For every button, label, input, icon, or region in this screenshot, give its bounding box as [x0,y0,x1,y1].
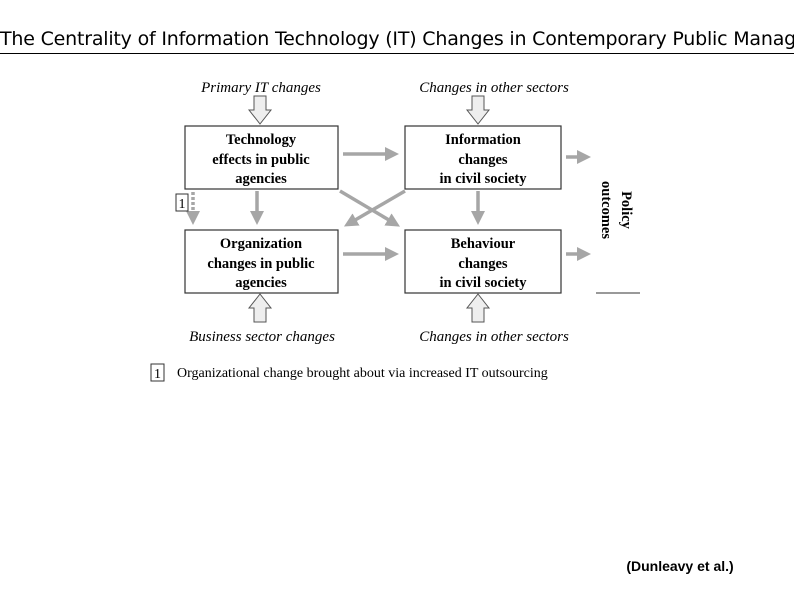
organization-line-2: changes in public [207,256,315,272]
box-information [404,125,562,190]
input-label-primary-it: Primary IT changes [200,80,321,96]
input-arrow-business-sector [247,293,273,323]
box-organization [184,229,339,294]
marker-number: 1 [179,197,186,212]
arrow-information-to-organization [343,189,406,227]
behaviour-line-2: changes [458,256,508,272]
technology-line-3: agencies [235,171,287,187]
technology-line-2: effects in public [212,152,310,168]
box-behaviour [404,229,562,294]
outcome-line-1: Policy [618,191,634,230]
organization-line-1: Organization [220,236,302,252]
behaviour-line-3: in civil society [440,275,528,291]
behaviour-line-1: Behaviour [451,236,516,252]
arrow-technology-to-behaviour [339,189,401,227]
source-credit: (Dunleavy et al.) [626,558,734,574]
input-arrow-other-sectors-bottom [465,293,491,323]
information-line-3: in civil society [440,171,528,187]
legend-marker-number: 1 [154,367,161,382]
outcome-line-2: outcomes [598,181,614,239]
organization-line-3: agencies [235,275,287,291]
legend-marker-box [150,363,165,382]
title-underline [0,53,794,54]
technology-line-1: Technology [226,132,297,148]
input-arrow-primary-it [247,95,273,125]
page-title: The Centrality of Information Technology… [0,28,794,50]
information-line-2: changes [458,152,508,168]
legend-text: Organizational change brought about via … [177,366,548,381]
input-label-business-sector: Business sector changes [189,329,335,345]
input-label-other-sectors-top: Changes in other sectors [419,80,569,96]
box-technology [184,125,339,190]
input-label-other-sectors-bottom: Changes in other sectors [419,329,569,345]
input-arrow-other-sectors-top [465,95,491,125]
marker-box [175,193,189,212]
information-line-1: Information [445,132,521,148]
